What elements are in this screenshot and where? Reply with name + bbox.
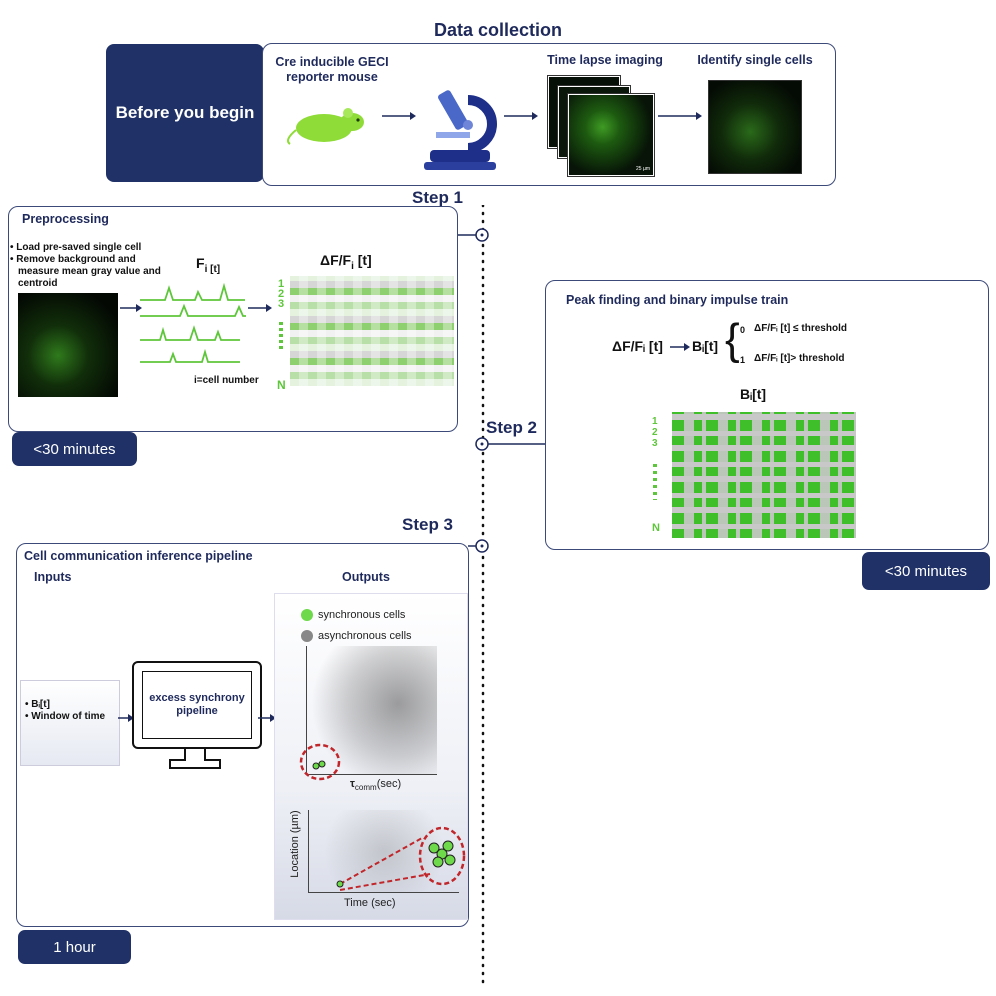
step2-heading: Peak finding and binary impulse train: [566, 293, 789, 307]
inputs-label: Inputs: [34, 570, 72, 584]
arrow-icon: [248, 304, 272, 312]
arrow-icon: [658, 112, 702, 120]
row-label: 2: [652, 427, 658, 438]
location-axis-label: Location (µm): [289, 810, 301, 878]
before-you-begin-label: Before you begin: [115, 103, 255, 122]
row-label: N: [277, 378, 286, 392]
step3-time: 1 hour: [53, 938, 96, 956]
row-label: 1: [278, 278, 285, 290]
eq-b: Bᵢ[t]: [692, 338, 719, 354]
row-label: 3: [652, 438, 658, 449]
cell-number-label: i=cell number: [194, 375, 259, 386]
pipeline-screen: excess synchrony pipeline: [142, 671, 252, 739]
segmented-cells-image: [708, 80, 802, 174]
pipeline-label: excess synchrony pipeline: [149, 692, 245, 717]
case0-value: 0: [740, 325, 746, 335]
binary-matrix: [672, 412, 856, 538]
synchrony-cluster: [299, 743, 341, 781]
df-label: ΔF/Fi [t]: [320, 252, 372, 272]
legend-asynchronous: asynchronous cells: [318, 630, 412, 642]
row-label: 2: [278, 288, 285, 300]
scale-label: 25 µm: [636, 166, 650, 172]
arrow-icon: [258, 714, 276, 722]
outputs-label: Outputs: [342, 570, 390, 584]
input-item: • Bᵢ[t]: [25, 699, 50, 710]
timelapse-label: Time lapse imaging: [547, 53, 663, 67]
timeline-connector: [468, 539, 489, 553]
timeline-connector: [456, 228, 489, 242]
row-ellipsis: [653, 464, 657, 500]
synchronous-dot-icon: [301, 609, 313, 621]
arrow-icon: [382, 112, 416, 120]
case1-text: ΔF/Fᵢ [t]> threshold: [754, 353, 845, 364]
input-item: • Window of time: [25, 711, 106, 722]
step1-time: <30 minutes: [33, 440, 116, 458]
tau-axis-label: τcomm(sec): [350, 778, 402, 793]
zoom-inset: [336, 826, 466, 891]
data-collection-title: Data collection: [433, 20, 563, 40]
row-label: 3: [278, 298, 285, 310]
step3-title: Step 3: [402, 515, 454, 534]
step1-heading: Preprocessing: [22, 212, 109, 226]
mouse-icon: [287, 108, 364, 145]
microscope-icon: [424, 90, 497, 170]
row-ellipsis: [279, 322, 283, 352]
brace: {: [725, 315, 740, 364]
inputs-box: • Bᵢ[t] • Window of time: [20, 680, 120, 766]
monitor-icon: excess synchrony pipeline: [132, 661, 262, 749]
arrow-icon: [670, 343, 690, 351]
row-label: 1: [652, 416, 658, 427]
step2-time-badge: <30 minutes: [862, 552, 990, 590]
step3-heading: Cell communication inference pipeline: [24, 549, 253, 563]
step1-time-badge: <30 minutes: [12, 432, 137, 466]
step2-title: Step 2: [486, 418, 538, 437]
step1-bullets: • Load pre-saved single cell • Remove ba…: [10, 242, 170, 290]
step1-title: Step 1: [412, 188, 464, 207]
trace-plot: [140, 282, 246, 363]
case0-text: ΔF/Fᵢ [t] ≤ threshold: [754, 323, 847, 334]
fi-label: Fi [t]: [196, 255, 221, 275]
case1-value: 1: [740, 355, 746, 365]
bullet-item: • Load pre-saved single cell: [10, 242, 142, 253]
step2-time: <30 minutes: [884, 562, 968, 580]
eq-left: ΔF/Fᵢ [t]: [612, 338, 663, 354]
monitor-stand: [169, 748, 221, 769]
single-cell-image: [18, 293, 118, 397]
timeline-connector: [475, 437, 547, 451]
row-label: N: [652, 522, 660, 534]
arrow-icon: [118, 714, 134, 722]
asynchronous-dot-icon: [301, 630, 313, 642]
timeline-line: [481, 205, 485, 985]
arrow-icon: [120, 304, 142, 312]
timelapse-stack: 25 µm: [548, 76, 658, 176]
arrow-icon: [504, 112, 538, 120]
bullet-item: • Remove background and measure mean gra…: [10, 254, 161, 289]
b-label: Bᵢ[t]: [740, 386, 767, 402]
identify-label: Identify single cells: [697, 53, 813, 67]
mouse-label: Cre inducible GECI reporter mouse: [275, 55, 389, 84]
legend-synchronous: synchronous cells: [318, 609, 406, 621]
before-you-begin-box: Before you begin: [106, 44, 264, 182]
scatter-plot: [306, 646, 437, 775]
heatmap: [290, 276, 454, 386]
step3-time-badge: 1 hour: [18, 930, 131, 964]
time-axis-label: Time (sec): [344, 897, 396, 909]
